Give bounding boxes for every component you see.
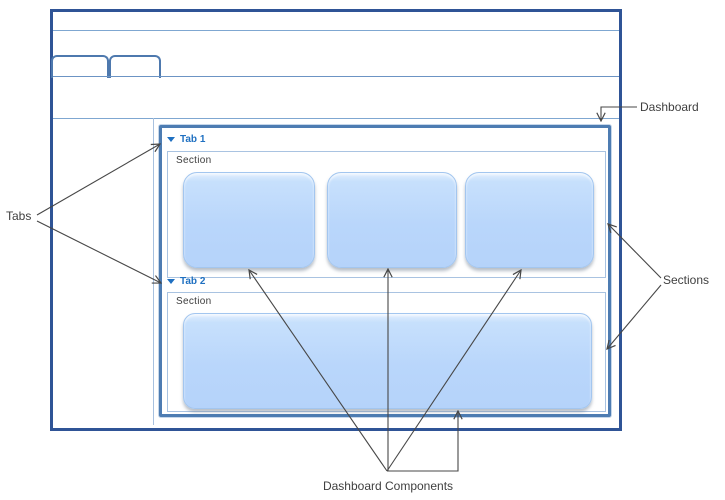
dashboard-component-2 <box>327 172 457 268</box>
browser-tab-shape-1[interactable] <box>51 55 109 78</box>
tab1-toggle[interactable]: Tab 1 <box>167 134 205 145</box>
tabs-bottom-divider <box>53 76 619 77</box>
content-top-divider <box>53 118 619 119</box>
tab1-label: Tab 1 <box>180 134 206 145</box>
section1-label: Section <box>176 155 212 166</box>
tabs-annotation-label: Tabs <box>6 209 32 223</box>
chevron-down-icon <box>167 137 175 142</box>
titlebar-divider <box>53 30 619 31</box>
dashboard-component-1 <box>183 172 315 268</box>
dashboard-annotation-label: Dashboard <box>640 100 699 114</box>
browser-tab-shape-2[interactable] <box>109 55 161 78</box>
section2-label: Section <box>176 296 212 307</box>
dashboard-component-4 <box>183 313 592 409</box>
dashboard-component-3 <box>465 172 594 268</box>
sidebar-divider <box>153 118 154 425</box>
tab2-label: Tab 2 <box>180 276 206 287</box>
tab2-toggle[interactable]: Tab 2 <box>167 276 205 287</box>
chevron-down-icon <box>167 279 175 284</box>
sections-annotation-label: Sections <box>663 273 710 287</box>
components-annotation-label: Dashboard Components <box>322 479 454 493</box>
